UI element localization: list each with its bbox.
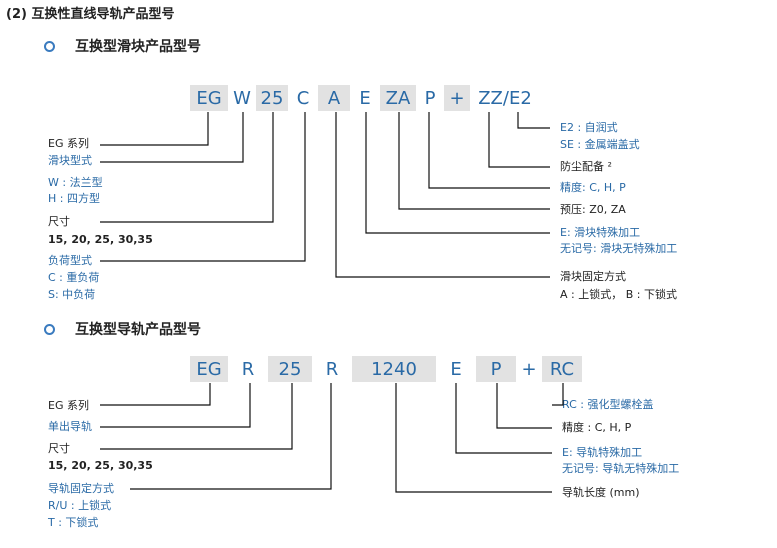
code-load: C — [288, 85, 318, 111]
line-dust — [488, 112, 550, 168]
section-bullet-icon — [44, 324, 55, 335]
label-block-type: 滑块型式 — [48, 154, 92, 167]
page-heading: (2) 互换性直线导轨产品型号 — [6, 7, 175, 22]
line-e — [365, 112, 550, 234]
label-preload: 预压: Z0, ZA — [560, 203, 626, 216]
code-size: 25 — [256, 85, 288, 111]
label-load-s: S: 中负荷 — [48, 288, 96, 301]
rail-code-precision: P — [476, 356, 516, 382]
label-no-mark: 无记号: 滑块无特殊加工 — [560, 242, 678, 255]
rail-label-mount: 导轨固定方式 — [48, 482, 114, 495]
rail-code-r: R — [228, 356, 268, 382]
rail-code-mount: R — [312, 356, 352, 382]
rail-code-size: 25 — [268, 356, 312, 382]
label-se: SE : 金属端盖式 — [560, 138, 640, 151]
label-precision: 精度: C, H, P — [560, 181, 626, 194]
rail-label-rc: RC : 强化型螺栓盖 — [562, 398, 654, 411]
label-mount-values: A : 上锁式， B : 下锁式 — [560, 288, 677, 301]
rail-line-length — [395, 383, 552, 493]
label-load-c: C : 重负荷 — [48, 271, 100, 284]
block-section-title: 互换型滑块产品型号 — [75, 39, 201, 55]
label-block-h: H : 四方型 — [48, 192, 100, 205]
line-precision — [428, 112, 550, 189]
label-mount: 滑块固定方式 — [560, 270, 626, 283]
label-e-special: E: 滑块特殊加工 — [560, 226, 641, 239]
rail-label-no-mark: 无记号: 导轨无特殊加工 — [562, 462, 680, 475]
code-mount: A — [318, 85, 350, 111]
rail-label-e-special: E: 导轨特殊加工 — [562, 446, 643, 459]
rail-label-mount-ru: R/U : 上锁式 — [48, 499, 112, 512]
label-load-type: 负荷型式 — [48, 254, 92, 267]
rail-code-e: E — [436, 356, 476, 382]
code-dust: ZZ/E2 — [470, 85, 540, 111]
rail-line-eg — [100, 383, 211, 406]
rail-code-rc: RC — [542, 356, 582, 382]
rail-line-single — [100, 383, 251, 428]
rail-label-single: 单出导轨 — [48, 420, 92, 433]
rail-label-eg-series: EG 系列 — [48, 399, 89, 412]
code-e: E — [350, 85, 380, 111]
rail-label-mount-t: T : 下锁式 — [48, 516, 99, 529]
code-preload: ZA — [380, 85, 416, 111]
line-block-type — [100, 112, 244, 163]
label-e2: E2 : 自润式 — [560, 121, 618, 134]
code-eg: EG — [190, 85, 228, 111]
label-dust: 防尘配备 ² — [560, 160, 612, 173]
code-plus: + — [444, 85, 470, 111]
rail-label-size-values: 15, 20, 25, 30,35 — [48, 459, 153, 472]
rail-code-length: 1240 — [352, 356, 436, 382]
rail-section-title: 互换型导轨产品型号 — [75, 322, 201, 338]
rail-line-rc — [552, 383, 564, 406]
line-load — [100, 112, 306, 262]
label-size: 尺寸 — [48, 215, 70, 228]
section-bullet-icon — [44, 41, 55, 52]
rail-line-size — [100, 383, 293, 450]
rail-code-eg: EG — [190, 356, 228, 382]
line-size — [100, 112, 274, 223]
line-eg — [100, 112, 209, 146]
rail-line-e — [455, 383, 552, 454]
rail-label-size: 尺寸 — [48, 442, 70, 455]
label-block-w: W : 法兰型 — [48, 176, 103, 189]
line-e2 — [517, 112, 550, 129]
label-size-values: 15, 20, 25, 30,35 — [48, 233, 153, 246]
label-eg-series: EG 系列 — [48, 137, 89, 150]
rail-label-precision: 精度 : C, H, P — [562, 421, 632, 434]
line-mount — [335, 112, 550, 278]
rail-line-precision — [496, 383, 552, 429]
code-precision: P — [416, 85, 444, 111]
rail-code-plus: + — [516, 356, 542, 382]
line-preload — [398, 112, 550, 210]
rail-label-length: 导轨长度 (mm) — [562, 486, 640, 499]
code-w: W — [228, 85, 256, 111]
rail-line-mount — [130, 383, 332, 490]
